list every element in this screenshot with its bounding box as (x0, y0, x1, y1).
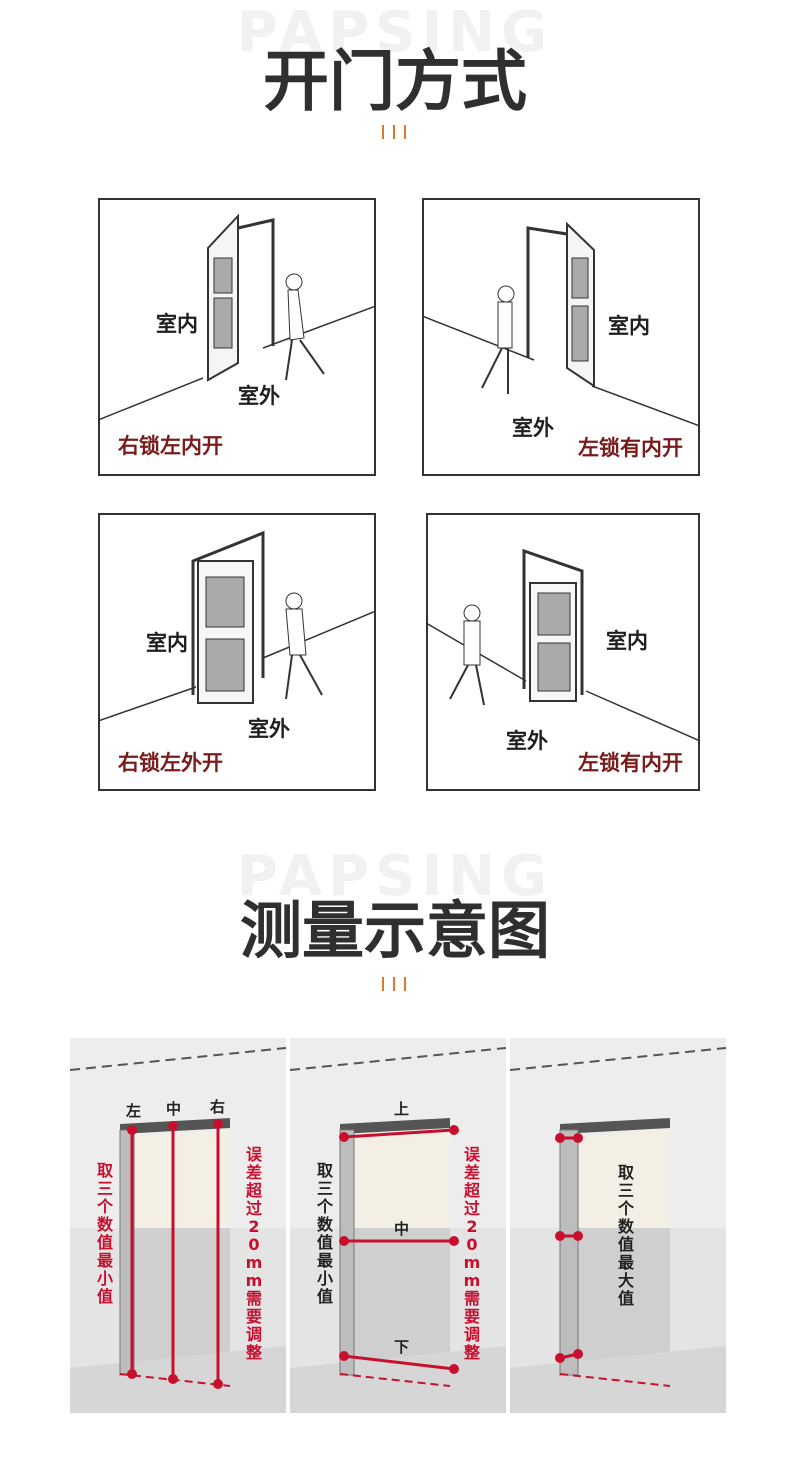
label-middle: 中 (394, 1220, 410, 1238)
outdoor-label: 室外 (238, 384, 280, 408)
label-right: 右 (210, 1098, 226, 1116)
indoor-label: 室内 (156, 312, 198, 336)
door-illustration-3 (98, 530, 376, 722)
panel-caption: 左锁有内开 (578, 751, 683, 775)
door-illustration-1 (98, 213, 376, 421)
label-bottom: 下 (394, 1338, 410, 1356)
watermark-bottom: PAPSING (236, 844, 554, 909)
measure-panel-width: 左 中 右 取三个数值最小值 误差超过20mm需要调整 (70, 1038, 286, 1413)
measure-illustration-3 (510, 1038, 726, 1413)
indoor-label: 室内 (606, 629, 648, 653)
panel-caption: 右锁左内开 (118, 434, 223, 458)
door-panel-2: 室内 室外 左锁有内开 (422, 198, 700, 476)
measure-panel-depth: 取三个数值最大值 (510, 1038, 726, 1413)
outdoor-label: 室外 (248, 717, 290, 741)
measure-panel-height: 上 中 下 取三个数值最小值 误差超过20mm需要调整 (290, 1038, 506, 1413)
door-illustration-4 (426, 548, 700, 742)
label-top: 上 (394, 1100, 410, 1118)
indoor-label: 室内 (146, 631, 188, 655)
section-title-measure: 测量示意图 (239, 894, 550, 967)
note-center: 取三个数值最大值 (617, 1163, 634, 1308)
outdoor-label: 室外 (506, 729, 548, 753)
label-middle: 中 (166, 1100, 182, 1118)
note-right: 误差超过20mm需要调整 (245, 1145, 263, 1362)
panel-caption: 右锁左外开 (118, 751, 223, 775)
accent-marks (382, 977, 406, 991)
section-title-door: 开门方式 (263, 43, 527, 120)
outdoor-label: 室外 (512, 416, 554, 440)
door-illustration-2 (422, 221, 700, 427)
door-panel-3: 室内 室外 右锁左外开 (98, 513, 376, 791)
accent-marks (382, 125, 406, 139)
label-left: 左 (126, 1102, 142, 1120)
note-right: 误差超过20mm需要调整 (463, 1145, 481, 1362)
watermark-top: PAPSING (236, 0, 554, 65)
door-panel-4: 室内 室外 左锁有内开 (426, 513, 700, 791)
panel-caption: 左锁有内开 (578, 436, 683, 460)
measure-illustration-2 (290, 1038, 506, 1413)
panel-frame (422, 198, 700, 476)
door-panel-1: 室内 室外 右锁左内开 (98, 198, 376, 476)
measure-illustration-1 (70, 1038, 286, 1413)
indoor-label: 室内 (608, 314, 650, 338)
note-left: 取三个数值最小值 (316, 1161, 333, 1306)
note-left: 取三个数值最小值 (96, 1161, 113, 1306)
